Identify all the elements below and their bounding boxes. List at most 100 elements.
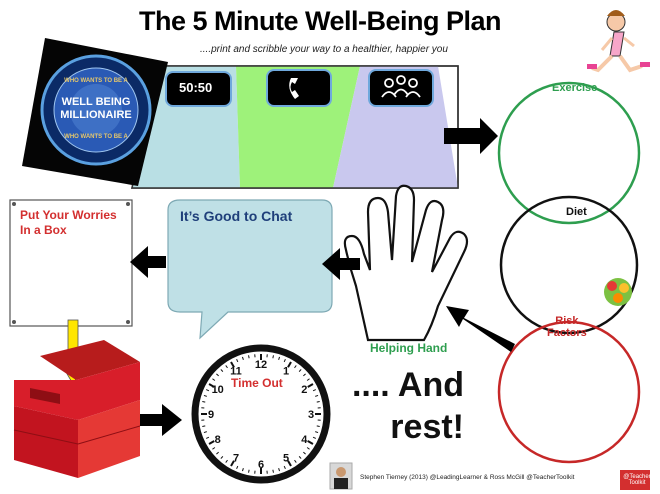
helping-hand-outline xyxy=(343,184,469,342)
clock-number: 3 xyxy=(308,409,314,421)
arrow-to-exercise xyxy=(444,118,498,154)
clock-tick xyxy=(248,469,250,473)
clock-tick xyxy=(307,383,314,388)
clock-tick xyxy=(248,355,250,359)
arrow-to-worries xyxy=(130,246,166,278)
chat-speech-bubble xyxy=(167,199,333,340)
credit-line: Stephen Tierney (2013) @LeadingLearner &… xyxy=(360,474,575,481)
author-portrait xyxy=(329,462,353,490)
clock-tick xyxy=(278,468,281,472)
clock-numbers: 12 12 3 45 6 78 9 10 11 xyxy=(208,359,314,471)
clock-tick xyxy=(306,447,310,450)
eat-5-a-day-badge xyxy=(604,278,632,306)
teacher-toolkit-text: @Teacher Toolkit xyxy=(623,474,651,486)
clock-number: 1 xyxy=(283,366,289,378)
clock-tick xyxy=(202,401,206,403)
clock-number: 5 xyxy=(283,452,289,464)
clock-tick xyxy=(220,456,224,459)
time-out-label: Time Out xyxy=(231,376,283,390)
clock-tick xyxy=(216,373,219,377)
clock-tick xyxy=(287,460,292,467)
clock-tick xyxy=(306,378,310,381)
clock-tick xyxy=(241,468,244,472)
clock-number: 6 xyxy=(258,459,264,471)
clock-number: 11 xyxy=(230,366,242,378)
risk-line-2: Factors xyxy=(547,327,587,339)
clock-tick xyxy=(283,465,286,470)
clock-tick xyxy=(315,431,319,434)
audience-icon xyxy=(381,75,421,98)
clock-tick xyxy=(278,356,281,360)
clock-tick xyxy=(303,373,306,377)
clock-number: 7 xyxy=(233,452,239,464)
page-subtitle: ....print and scribble your way to a hea… xyxy=(200,44,448,55)
clock-tick xyxy=(316,401,320,403)
lifeline-audience-button xyxy=(368,69,434,107)
worries-line-1: Put Your Worries xyxy=(20,208,117,222)
exercise-circle xyxy=(497,81,641,225)
arrow-to-clock xyxy=(132,404,182,436)
worries-line-2: In a Box xyxy=(20,223,67,237)
clock-tick xyxy=(303,451,306,455)
worries-pins xyxy=(12,202,130,324)
clock-tick xyxy=(205,389,210,392)
risk-factors-circle xyxy=(497,320,641,464)
clock-tick xyxy=(216,451,219,455)
clock-tick xyxy=(315,394,319,397)
clock-tick xyxy=(236,358,239,363)
clock-number: 12 xyxy=(255,359,267,371)
clock-number: 10 xyxy=(212,384,224,396)
clock-tick xyxy=(272,469,274,473)
clock-number: 8 xyxy=(215,434,221,446)
risk-factors-label: Risk Factors xyxy=(547,315,587,339)
risk-line-1: Risk xyxy=(555,315,579,327)
clock-tick xyxy=(272,355,274,359)
clock-tick xyxy=(220,369,224,372)
clock-tick xyxy=(316,425,320,427)
clock-tick xyxy=(294,459,297,463)
clock-tick xyxy=(312,389,317,392)
lifeline-50-50-button xyxy=(165,71,232,107)
logo-line-2: MILLIONAIRE xyxy=(60,109,132,121)
arrow-from-risk xyxy=(446,306,515,352)
clock-tick xyxy=(294,365,297,369)
clock-tick xyxy=(236,465,239,470)
page-title: The 5 Minute Well-Being Plan xyxy=(138,6,502,36)
arrow-to-hand xyxy=(322,248,360,280)
worries-note xyxy=(9,199,133,327)
logo-bottom-text: WHO WANTS TO BE A xyxy=(64,134,128,140)
clock-number: 9 xyxy=(208,409,214,421)
rest-line-2: rest! xyxy=(390,408,464,446)
clock-number: 4 xyxy=(301,434,308,446)
clock-tick xyxy=(203,431,207,434)
clock-face: 12 12 3 45 6 78 9 10 11 xyxy=(191,344,331,484)
clock-tick xyxy=(202,425,206,427)
exercise-label: Exercise xyxy=(552,82,598,94)
clock-ticks xyxy=(201,354,321,474)
clock-tick xyxy=(225,459,228,463)
clock-tick xyxy=(241,356,244,360)
clock-tick xyxy=(230,460,235,467)
clock-tick xyxy=(212,378,216,381)
clock-tick xyxy=(307,440,314,445)
worries-label: Put Your Worries In a Box xyxy=(20,208,117,238)
clock-tick xyxy=(203,394,207,397)
clock-tick xyxy=(298,369,302,372)
clock-number: 2 xyxy=(301,384,307,396)
phone-icon xyxy=(289,78,299,99)
rest-line-1: .... And xyxy=(351,366,464,404)
lifeline-phone-button xyxy=(266,69,332,107)
diet-label: Diet xyxy=(566,206,587,218)
clock-tick xyxy=(230,361,235,368)
teacher-toolkit-badge xyxy=(620,470,650,490)
clock-tick xyxy=(287,361,292,368)
fifty-fifty-label: 50:50 xyxy=(179,80,213,95)
clock-tick xyxy=(298,456,302,459)
helping-hand-label: Helping Hand xyxy=(370,341,448,355)
clock-tick xyxy=(205,436,210,439)
logo-line-1: WELL BEING xyxy=(61,96,131,108)
diet-circle xyxy=(499,195,639,335)
clock-tick xyxy=(208,383,215,388)
clock-tick xyxy=(208,440,215,445)
